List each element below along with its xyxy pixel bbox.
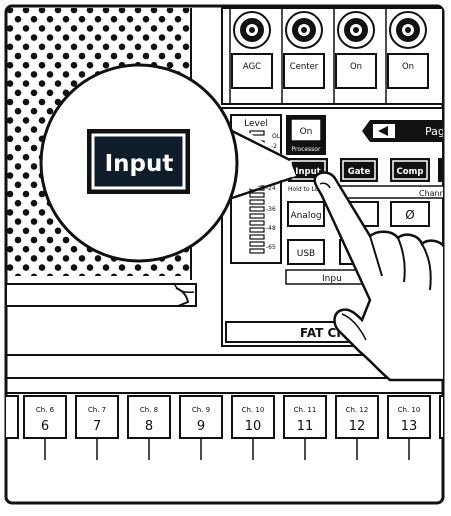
pointing-hand: [313, 171, 443, 382]
channel-number: 13: [401, 419, 418, 434]
channel-name: Ch. 7: [88, 406, 106, 414]
gate-button[interactable]: [342, 160, 376, 180]
knob[interactable]: Center: [281, 8, 325, 104]
channel-name: Ch. 6: [36, 406, 55, 414]
meter-led: [249, 213, 265, 219]
comp-button-label: Comp: [396, 167, 423, 177]
channel-number: 8: [145, 419, 153, 434]
meter-led: [249, 220, 265, 226]
processor-caption: Processor: [292, 146, 321, 153]
channel-name: Ch. 11: [294, 406, 317, 414]
channel-strip[interactable]: Ch. 10 10: [231, 395, 275, 460]
meter-tick-ol: OL: [272, 133, 281, 140]
gate-button-label: Gate: [348, 167, 371, 177]
channel-caption: Chann: [419, 189, 445, 198]
meter-led: [249, 130, 265, 136]
level-title: Level: [244, 119, 268, 129]
left-arrow-icon: [378, 126, 388, 136]
channel-strip[interactable]: Ch. 6 6: [23, 395, 67, 460]
meter-tick-36: -36: [266, 206, 276, 213]
channel-name: Ch. 10: [242, 406, 265, 414]
meter-led: [249, 234, 265, 240]
channel-strip[interactable]: Ch. 11 11: [283, 395, 327, 460]
meter-led: [249, 248, 265, 254]
phase-label: Ø: [405, 208, 414, 222]
knob-label: On: [402, 62, 414, 72]
channel-name: Ch. 10: [398, 406, 421, 414]
knob-label: On: [350, 62, 362, 72]
knob-label: AGC: [243, 62, 261, 72]
page-tab-label: Pag: [425, 125, 445, 138]
meter-tick-2: -2: [271, 143, 277, 150]
hold-caption: Hold to Lo: [288, 186, 319, 193]
channel-number: 7: [93, 419, 101, 434]
magnifier-callout: Input: [39, 63, 296, 263]
meter-led: [249, 206, 265, 212]
channel-number: 11: [297, 419, 314, 434]
analog-label: Analog: [290, 211, 321, 221]
meter-led: [249, 241, 265, 247]
meter-tick-24: -24: [266, 185, 276, 192]
meter-led: [249, 192, 265, 198]
comp-button[interactable]: [392, 160, 428, 180]
meter-tick-48: -48: [266, 225, 276, 232]
channel-strip[interactable]: Ch. 12 12: [335, 395, 379, 460]
knob[interactable]: On: [333, 8, 377, 104]
meter-tick-65: -65: [266, 244, 276, 251]
channel-strip[interactable]: Ch. 7 7: [75, 395, 119, 460]
knob-label: Center: [290, 62, 319, 72]
channel-number: 10: [245, 419, 262, 434]
channel-name: Ch. 12: [346, 406, 369, 414]
zoomed-input-label: Input: [105, 151, 174, 177]
knob[interactable]: On: [385, 8, 429, 104]
channel-number: 12: [349, 419, 366, 434]
channel-number: 6: [41, 419, 49, 434]
usb-button[interactable]: [287, 239, 325, 265]
channel-name: Ch. 9: [192, 406, 210, 414]
processor-on-button[interactable]: [290, 118, 322, 142]
channel-name: Ch. 8: [140, 406, 158, 414]
channel-number: 9: [197, 419, 205, 434]
channel-strip[interactable]: Ch. 9 9: [179, 395, 223, 460]
usb-label: USB: [297, 249, 315, 259]
meter-led: [249, 199, 265, 205]
channel-strip[interactable]: Ch. 10 13: [387, 395, 431, 460]
inpu-caption: Inpu: [322, 274, 342, 284]
sticker-strip: [6, 283, 197, 307]
channel-strip-partial: [6, 395, 19, 439]
analog-button[interactable]: [287, 201, 325, 227]
fat-caption: FAT CH: [300, 326, 346, 340]
processor-on-label: On: [300, 127, 313, 137]
meter-led: [249, 227, 265, 233]
channel-strip[interactable]: Ch. 8 8: [127, 395, 171, 460]
knob[interactable]: AGC: [229, 8, 273, 104]
phase-button[interactable]: [390, 201, 430, 227]
input-button-label: Input: [295, 167, 320, 177]
